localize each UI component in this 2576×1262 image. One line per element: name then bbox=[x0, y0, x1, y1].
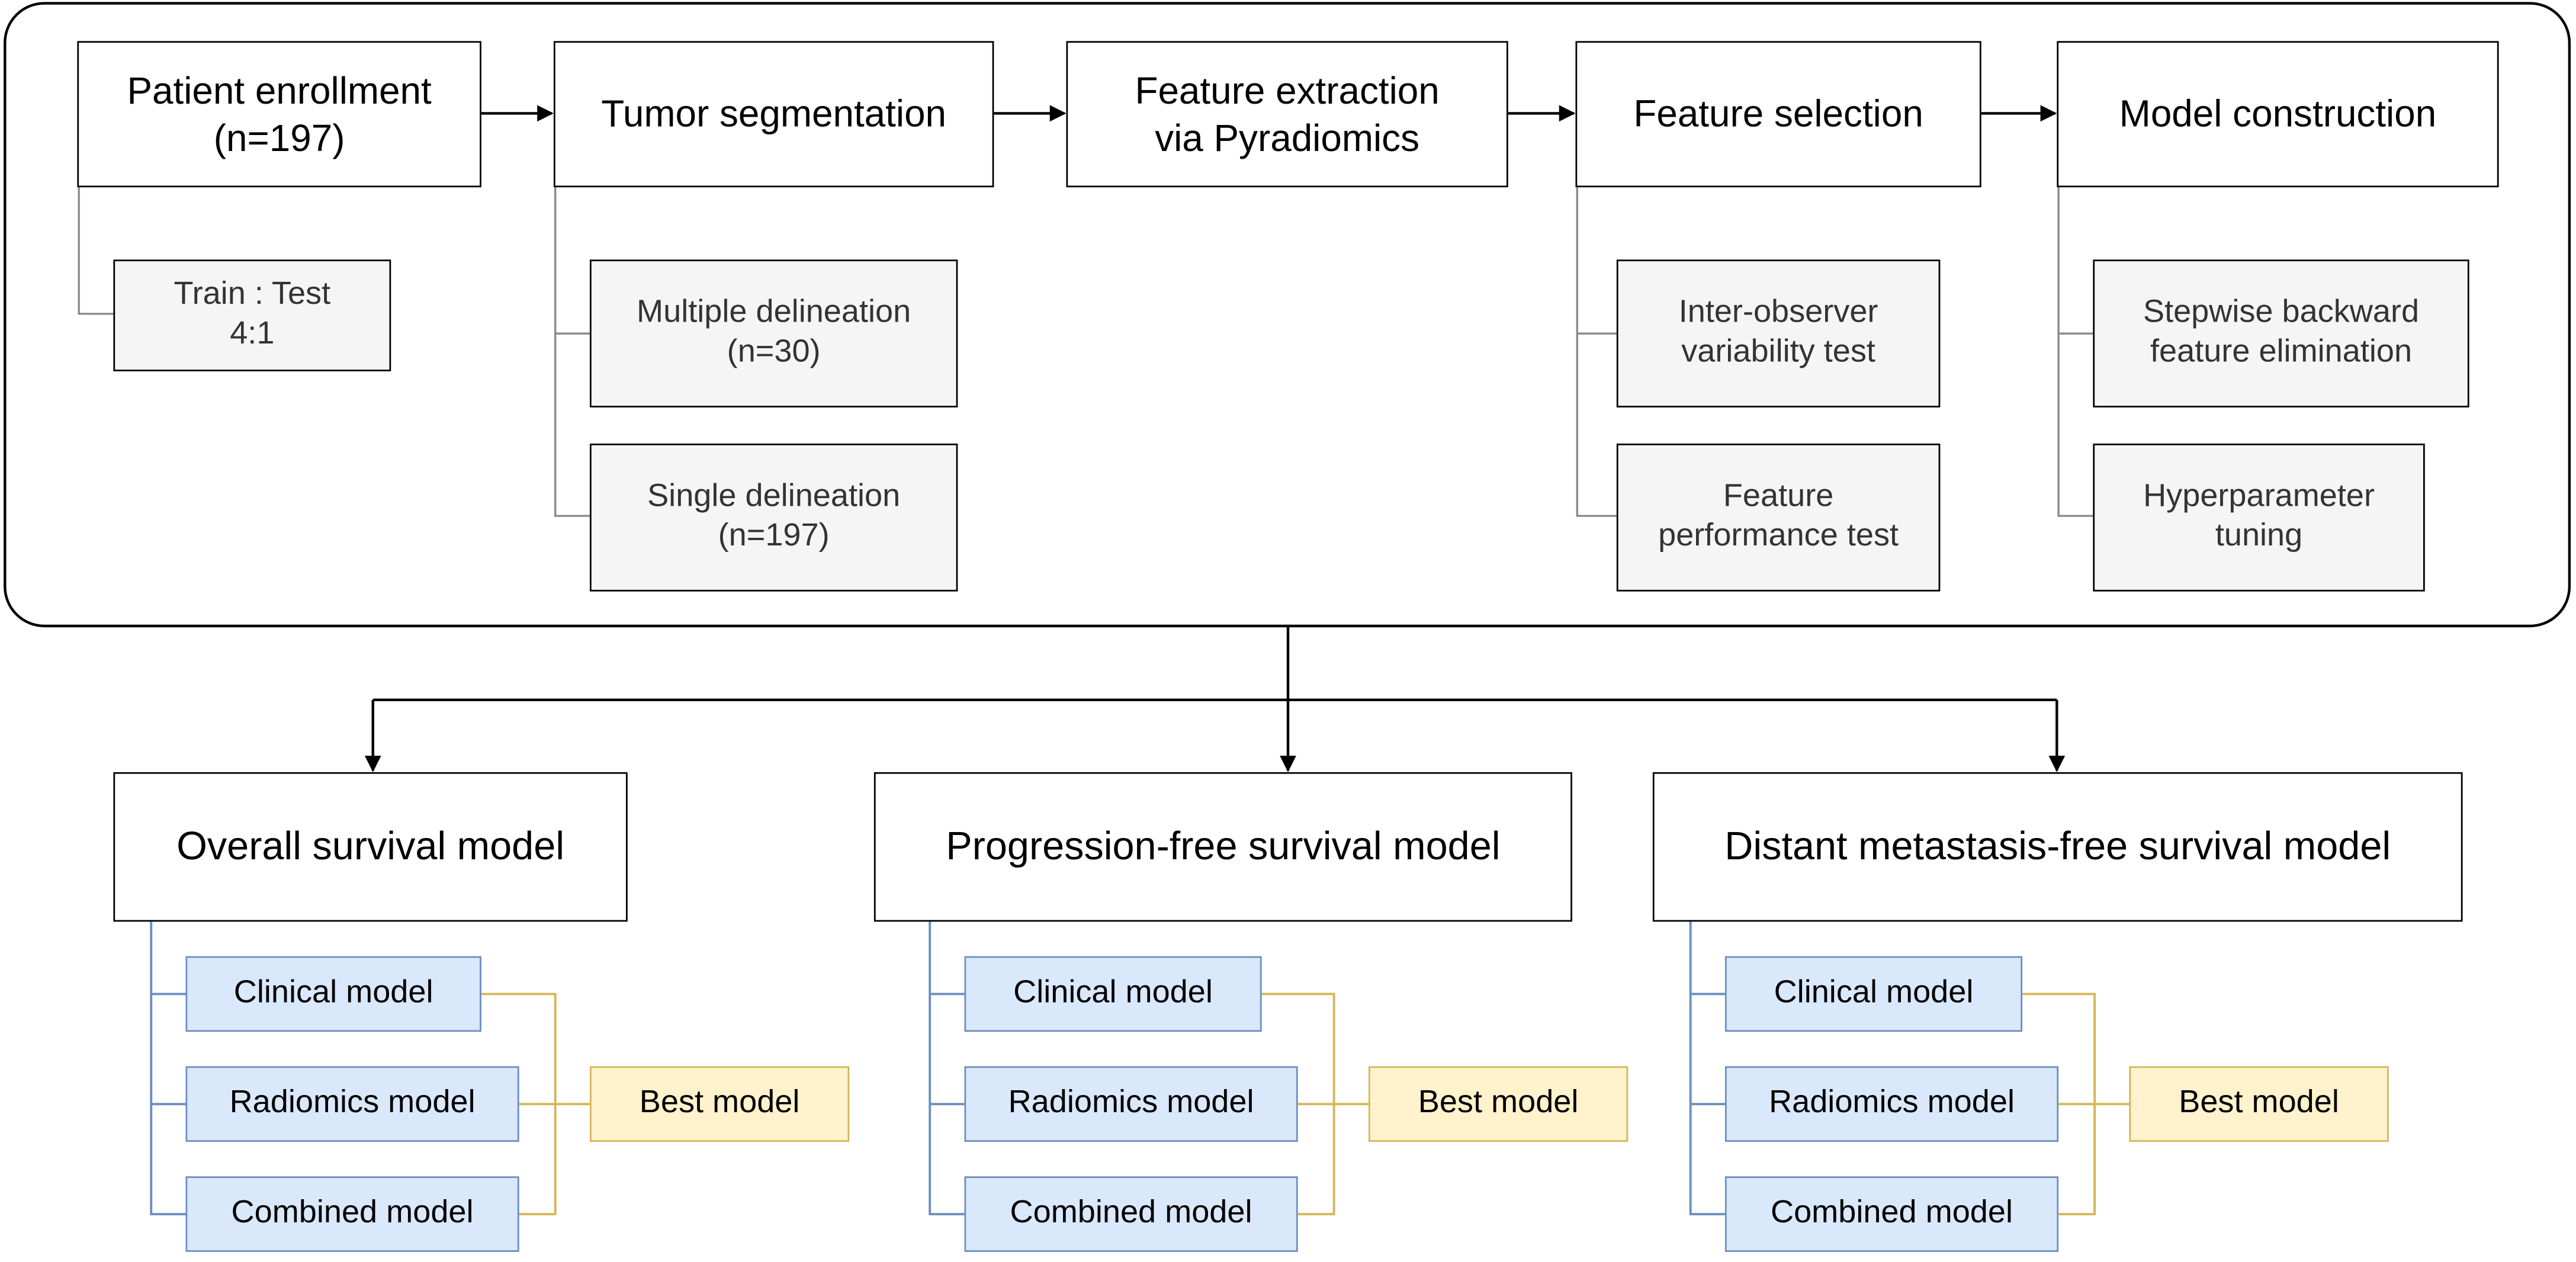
gold-conn-pfs bbox=[1261, 993, 1370, 1216]
os-best-model: Best model bbox=[589, 1066, 850, 1142]
branch-trunk bbox=[372, 625, 2057, 702]
dmfs-clinical-model: Clinical model bbox=[1724, 956, 2023, 1032]
os-radiomics-model: Radiomics model bbox=[185, 1066, 519, 1142]
step-feature-extraction: Feature extraction via Pyradiomics bbox=[1066, 41, 1508, 188]
gold-conn-os bbox=[481, 993, 592, 1216]
conn-model-details bbox=[2057, 185, 2095, 517]
pfs-combined-model: Combined model bbox=[964, 1176, 1298, 1252]
step-tumor-segmentation: Tumor segmentation bbox=[553, 41, 994, 188]
pfs-clinical-model: Clinical model bbox=[964, 956, 1262, 1032]
detail-feature-performance-test: Feature performance test bbox=[1616, 444, 1941, 592]
os-clinical-model: Clinical model bbox=[185, 956, 481, 1032]
blue-conn-pfs bbox=[929, 920, 966, 1216]
pfs-radiomics-model: Radiomics model bbox=[964, 1066, 1298, 1142]
pfs-best-model: Best model bbox=[1368, 1066, 1629, 1142]
detail-stepwise-elimination: Stepwise backward feature elimination bbox=[2093, 259, 2469, 408]
os-combined-model: Combined model bbox=[185, 1176, 519, 1252]
blue-conn-dmfs bbox=[1689, 920, 1727, 1216]
detail-interobserver-test: Inter-observer variability test bbox=[1616, 259, 1941, 408]
dmfs-best-model: Best model bbox=[2129, 1066, 2389, 1142]
detail-hyperparameter-tuning: Hyperparameter tuning bbox=[2093, 444, 2425, 592]
dmfs-combined-model: Combined model bbox=[1724, 1176, 2059, 1252]
blue-conn-os bbox=[150, 920, 188, 1216]
conn-enroll-detail bbox=[78, 185, 115, 315]
step-feature-selection: Feature selection bbox=[1575, 41, 1981, 188]
conn-select-details bbox=[1576, 185, 1618, 517]
outcome-progression-free-survival: Progression-free survival model bbox=[873, 772, 1572, 922]
detail-single-delineation: Single delineation (n=197) bbox=[589, 444, 958, 592]
conn-seg-details bbox=[554, 185, 592, 517]
detail-multiple-delineation: Multiple delineation (n=30) bbox=[589, 259, 958, 408]
step-patient-enrollment: Patient enrollment (n=197) bbox=[77, 41, 481, 188]
outcome-overall-survival: Overall survival model bbox=[113, 772, 628, 922]
dmfs-radiomics-model: Radiomics model bbox=[1724, 1066, 2059, 1142]
gold-conn-dmfs bbox=[2021, 993, 2131, 1216]
detail-train-test-split: Train : Test 4:1 bbox=[113, 259, 391, 371]
step-model-construction: Model construction bbox=[2057, 41, 2499, 188]
outcome-distant-metastasis-free-survival: Distant metastasis-free survival model bbox=[1652, 772, 2463, 922]
